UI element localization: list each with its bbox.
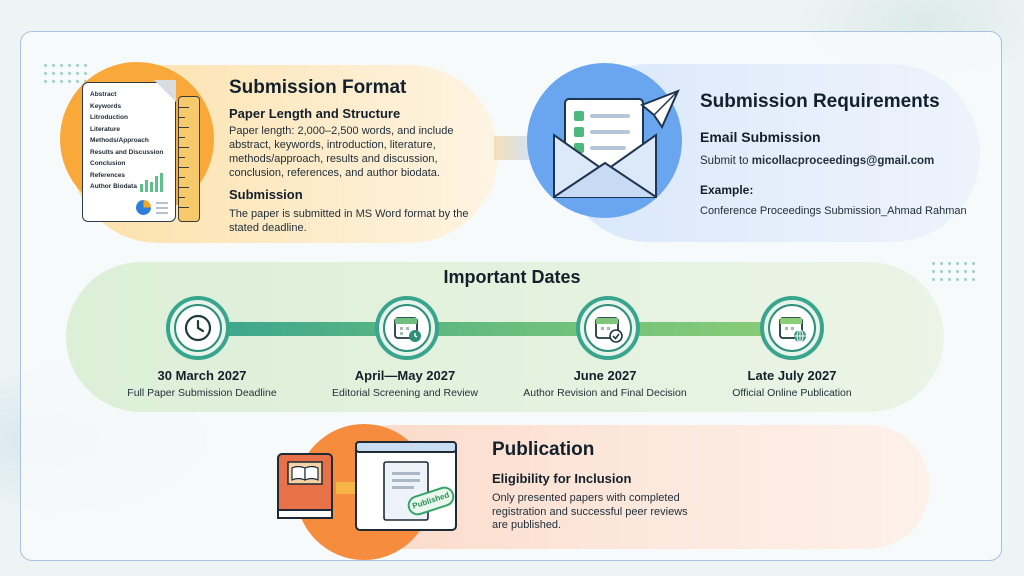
publication-title: Publication <box>492 439 595 460</box>
eligibility-heading: Eligibility for Inclusion <box>492 471 632 486</box>
paper-length-text: Paper length: 2,000–2,500 words, and inc… <box>229 125 454 179</box>
doc-item: Methods/Approach <box>90 137 149 144</box>
doc-item: References <box>90 171 126 179</box>
paper-length-heading: Paper Length and Structure <box>229 106 401 121</box>
submit-to-text: Submit to <box>700 155 752 167</box>
important-dates-title: Important Dates <box>443 267 581 287</box>
doc-item: Keywords <box>90 102 122 110</box>
milestone-label: Author Revision and Final Decision <box>523 387 687 399</box>
timeline-track <box>200 322 800 336</box>
submission-requirements-title: Submission Requirements <box>700 91 940 112</box>
doc-folded-corner <box>154 80 176 102</box>
milestone-label: Official Online Publication <box>732 387 852 399</box>
example-heading: Example: <box>700 183 754 197</box>
doc-item: Literature <box>90 125 120 133</box>
calendar-clock-icon <box>394 317 421 342</box>
example-text: Conference Proceedings Submission_Ahmad … <box>700 205 967 217</box>
doc-item: Abstract <box>90 91 117 98</box>
eligibility-text: Only presented papers with completed reg… <box>492 492 688 531</box>
calendar-globe-icon <box>779 317 806 343</box>
text-lines-icon <box>156 202 168 217</box>
book-to-web-icon <box>277 441 457 531</box>
doc-item: Conclusion <box>90 160 126 167</box>
submission-text: The paper is submitted in MS Word format… <box>229 208 469 234</box>
document-icon: Abstract Keywords Litroduction Literatur… <box>82 82 176 222</box>
calendar-check-icon <box>595 317 623 343</box>
envelope-icon <box>553 89 680 198</box>
submission-heading: Submission <box>229 187 303 202</box>
pie-chart-icon <box>136 200 151 215</box>
email-submission-line: Submit to micollacproceedings@gmail.com <box>700 155 934 167</box>
doc-item: Author Biodata <box>90 183 137 190</box>
milestone-label: Full Paper Submission Deadline <box>127 387 277 399</box>
milestone-date: June 2027 <box>573 368 637 383</box>
milestone-label: Editorial Screening and Review <box>332 387 478 399</box>
doc-item: Results and Discussion <box>90 148 164 156</box>
milestone-icon-holder <box>768 304 816 352</box>
decorative-dots <box>932 262 975 281</box>
email-submission-heading: Email Submission <box>700 129 821 145</box>
milestone-icon-holder <box>383 304 431 352</box>
doc-item: Litroduction <box>90 114 128 121</box>
bar-chart-icon <box>138 172 166 192</box>
milestone-date: 30 March 2027 <box>157 368 247 383</box>
milestone-icon-holder <box>174 304 222 352</box>
milestone-date: April—May 2027 <box>354 368 456 383</box>
decorative-dots <box>44 64 87 83</box>
clock-icon <box>184 314 212 342</box>
ruler-icon <box>178 96 200 222</box>
milestone-date: Late July 2027 <box>747 368 837 383</box>
submission-format-title: Submission Format <box>229 77 407 98</box>
milestone-icon-holder <box>584 304 632 352</box>
email-address: micollacproceedings@gmail.com <box>751 155 935 167</box>
